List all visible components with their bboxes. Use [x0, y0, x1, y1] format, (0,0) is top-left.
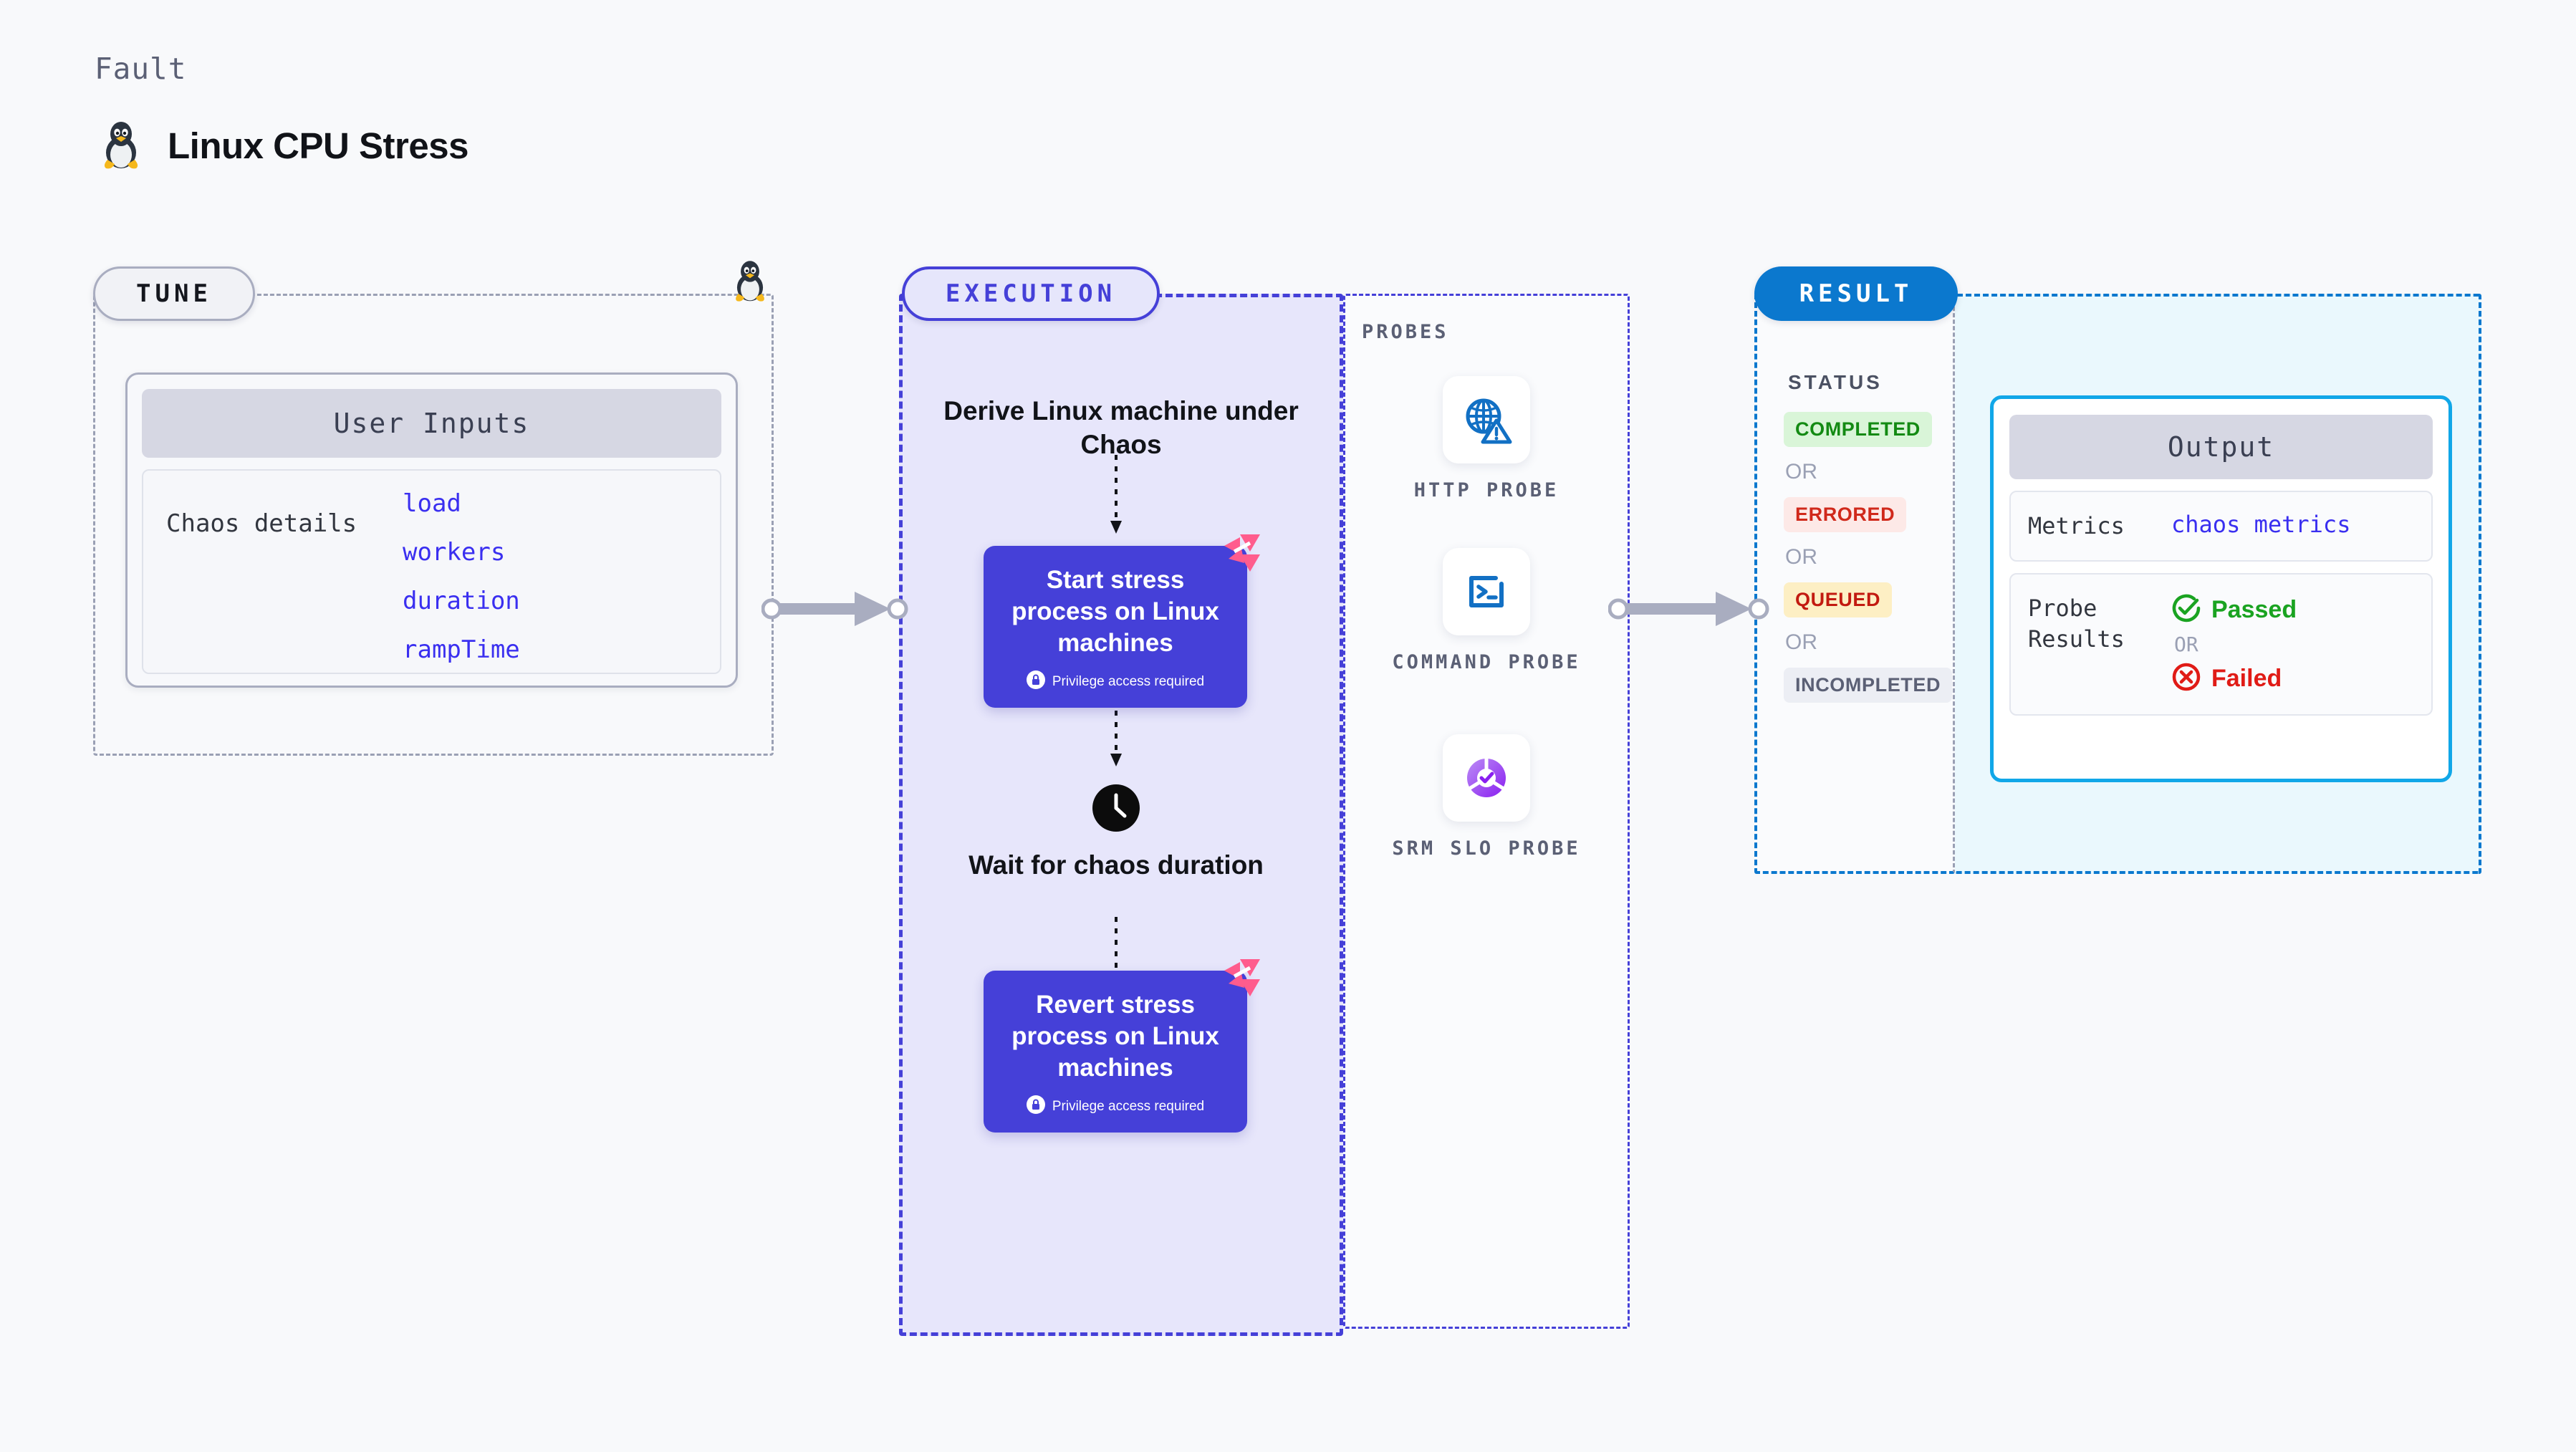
probe-results-values: Passed OR Failed — [2171, 593, 2297, 696]
step-title: Revert stress process on Linux machines — [1011, 991, 1219, 1082]
output-probe-results-row: Probe Results Passed OR — [2009, 573, 2433, 716]
tune-badge[interactable]: TUNE — [93, 266, 255, 321]
chaos-logo-icon — [1219, 530, 1263, 578]
status-badge-queued: QUEUED — [1784, 582, 1893, 617]
probe-label: SRM SLO PROBE — [1392, 837, 1581, 860]
status-badge-completed: COMPLETED — [1784, 412, 1932, 447]
result-badge[interactable]: RESULT — [1754, 266, 1958, 321]
probe-label: COMMAND PROBE — [1392, 651, 1581, 673]
metrics-label: Metrics — [2028, 512, 2125, 539]
status-or: OR — [1785, 460, 1817, 484]
chaos-logo-icon — [1219, 955, 1263, 1003]
metrics-value: chaos metrics — [2171, 511, 2351, 538]
probe-result-passed: Passed — [2171, 593, 2297, 627]
globe-warning-icon — [1443, 376, 1530, 463]
step-card-revert-stress[interactable]: Revert stress process on Linux machines … — [984, 959, 1260, 1133]
probes-title: PROBES — [1362, 321, 1449, 343]
output-metrics-row: Metrics chaos metrics — [2009, 491, 2433, 562]
flow-arrow-start-to-wait — [1107, 688, 1125, 774]
output-card: Output Metrics chaos metrics Probe Resul… — [1990, 395, 2452, 782]
input-duration: duration — [403, 587, 520, 615]
probe-command[interactable]: COMMAND PROBE — [1343, 548, 1630, 675]
step-title: Start stress process on Linux machines — [1011, 566, 1219, 658]
passed-label: Passed — [2211, 596, 2297, 624]
probe-http[interactable]: HTTP PROBE — [1343, 376, 1630, 504]
tune-panel — [93, 294, 774, 756]
probe-result-failed: Failed — [2171, 662, 2297, 696]
user-inputs-header: User Inputs — [142, 389, 721, 458]
chaos-details-values: load workers duration rampTime — [403, 489, 520, 664]
status-list: COMPLETED OR ERRORED OR QUEUED OR INCOMP… — [1784, 412, 1956, 703]
step-note: Privilege access required — [999, 670, 1231, 693]
step-note: Privilege access required — [999, 1095, 1231, 1118]
chaos-details-row: Chaos details load workers duration ramp… — [142, 469, 721, 674]
clock-icon — [1092, 784, 1140, 835]
probe-result-or: OR — [2174, 633, 2198, 657]
derive-step-label: Derive Linux machine under Chaos — [943, 396, 1299, 460]
probe-label: HTTP PROBE — [1413, 479, 1559, 501]
output-card-header: Output — [2009, 415, 2433, 479]
x-circle-icon — [2171, 662, 2201, 696]
page-title-row: Linux CPU Stress — [100, 118, 468, 173]
execution-badge[interactable]: EXECUTION — [902, 266, 1160, 321]
wait-step: Wait for chaos duration — [966, 784, 1267, 882]
step-card-start-stress[interactable]: Start stress process on Linux machines P… — [984, 534, 1260, 708]
connector-tune-to-execution — [761, 587, 912, 634]
status-badge-errored: ERRORED — [1784, 497, 1907, 532]
tune-tux-penguin-icon — [732, 258, 768, 306]
flow-arrow-derive-to-start — [1107, 455, 1125, 541]
status-or: OR — [1785, 630, 1817, 654]
probe-srm-slo[interactable]: SRM SLO PROBE — [1343, 734, 1630, 862]
input-workers: workers — [403, 538, 506, 567]
wait-step-label: Wait for chaos duration — [969, 850, 1264, 880]
lock-icon — [1026, 1095, 1045, 1118]
page-title: Linux CPU Stress — [168, 125, 468, 166]
user-inputs-card: User Inputs Chaos details load workers d… — [125, 372, 738, 688]
terminal-icon — [1443, 548, 1530, 635]
slo-donut-check-icon — [1443, 734, 1530, 822]
status-or: OR — [1785, 545, 1817, 569]
probe-results-label: Probe Results — [2028, 595, 2125, 653]
status-title: STATUS — [1788, 371, 1883, 393]
failed-label: Failed — [2211, 665, 2282, 693]
chaos-details-label: Chaos details — [166, 509, 357, 538]
check-circle-icon — [2171, 593, 2201, 627]
step-note-text: Privilege access required — [1052, 674, 1205, 690]
page-eyebrow: Fault — [95, 52, 187, 86]
lock-icon — [1026, 670, 1045, 693]
step-note-text: Privilege access required — [1052, 1099, 1205, 1115]
status-badge-incompleted: INCOMPLETED — [1784, 668, 1953, 703]
input-ramptime: rampTime — [403, 635, 520, 664]
tux-penguin-icon — [100, 118, 142, 173]
connector-execution-to-result — [1607, 587, 1773, 634]
input-load: load — [403, 489, 461, 518]
